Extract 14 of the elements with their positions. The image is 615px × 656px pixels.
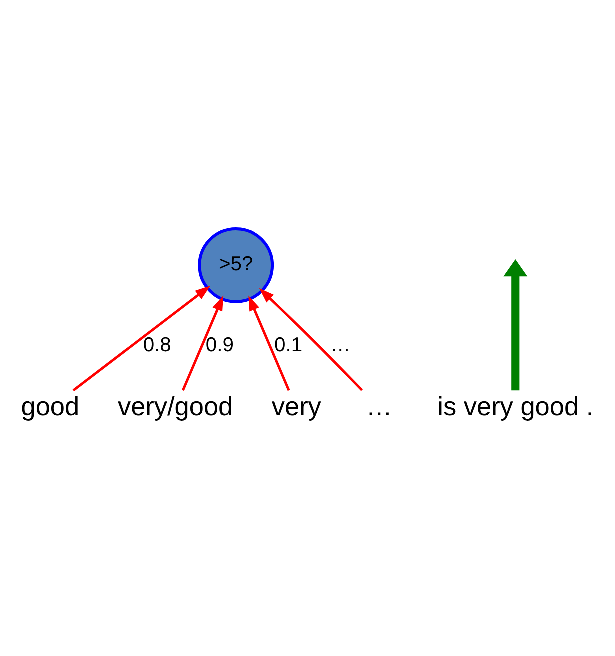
arrow [504,258,528,390]
edge-label: 0.1 [274,334,303,356]
node-text: very [272,391,322,422]
arrow [259,288,364,391]
edge-label: 0.9 [206,334,234,356]
arrow [248,295,290,391]
edge-label: … [330,334,351,356]
arrow [182,295,224,391]
edge-label: 0.8 [143,334,172,356]
arrow [72,285,211,392]
node-text: good [21,391,80,422]
node-text: very/good [118,391,234,422]
node-text: is very good . [438,391,594,422]
node-text: … [366,391,393,422]
